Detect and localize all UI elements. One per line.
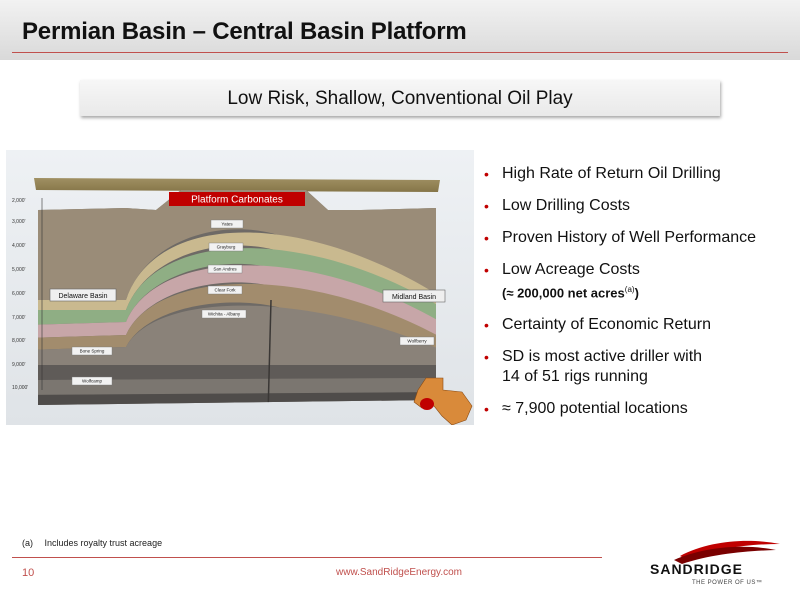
basin-label-box xyxy=(382,289,446,303)
formation-label-box xyxy=(207,285,243,295)
midland-basin-label: Midland Basin xyxy=(392,294,436,301)
formation-label-box xyxy=(210,219,244,229)
bullet-text: ≈ 7,900 potential locations xyxy=(502,400,688,418)
depth-tick: 8,000' xyxy=(12,338,26,344)
delaware-basin-label: Delaware Basin xyxy=(58,293,107,300)
formation-label-box xyxy=(71,376,113,386)
bullet-list: • High Rate of Return Oil Drilling • Low… xyxy=(482,164,792,431)
formation-label: Grayburg xyxy=(217,245,236,250)
formation-label: Wolfcamp xyxy=(82,379,102,384)
formation-label-box xyxy=(208,242,244,252)
bullet-text: High Rate of Return Oil Drilling xyxy=(502,165,721,182)
bullet-glyph: • xyxy=(484,349,489,366)
bullet-item: • Certainty of Economic Return xyxy=(482,315,792,335)
depth-tick: 4,000' xyxy=(12,243,26,249)
logo-swoosh xyxy=(674,546,776,564)
bullet-glyph: • xyxy=(484,166,489,182)
formation-label-box xyxy=(71,346,113,356)
subtitle-box: Low Risk, Shallow, Conventional Oil Play xyxy=(80,80,720,116)
bullet-text: Certainty of Economic Return xyxy=(502,316,711,334)
platform-banner-label: Platform Carbonates xyxy=(191,195,283,206)
bullet-item: • ≈ 7,900 potential locations xyxy=(482,399,792,419)
depth-tick: 6,000' xyxy=(12,291,26,297)
formation-label: Yates xyxy=(221,222,233,227)
subtitle: Low Risk, Shallow, Conventional Oil Play xyxy=(227,88,573,109)
bullet-text: SD is most active driller with xyxy=(502,348,703,366)
footnote: (a) Includes royalty trust acreage xyxy=(22,538,162,548)
depth-tick: 10,000' xyxy=(12,385,28,391)
cross-section-figure: Platform Carbonates 2,000' 3,000' 4,000'… xyxy=(6,150,474,425)
formation-label: Clear Fork xyxy=(214,288,236,293)
bullet-item: • Low Drilling Costs xyxy=(482,196,792,216)
depth-tick: 5,000' xyxy=(12,267,26,273)
sandridge-logo: SANDRIDGE THE POWER OF US™ xyxy=(650,540,780,586)
permian-basin-marker xyxy=(420,398,434,410)
texas-locator-map xyxy=(413,377,473,425)
formation-label-box xyxy=(201,309,247,319)
depth-tick: 2,000' xyxy=(12,198,26,204)
bullet-text: Low Drilling Costs xyxy=(502,197,631,214)
formation-label: Wichita - Albany xyxy=(208,312,241,317)
depth-tick: 3,000' xyxy=(12,219,26,225)
surface-slab xyxy=(34,178,440,192)
footnote-text: Includes royalty trust acreage xyxy=(44,538,163,548)
bullet-text-line2: 14 of 51 rigs running xyxy=(502,368,648,386)
bullet-item: • Proven History of Well Performance xyxy=(482,228,792,248)
bullet-glyph: • xyxy=(484,401,489,418)
formation-label-box xyxy=(399,336,435,346)
footnote-ref: (a) xyxy=(624,285,635,294)
formation-label: Bone Spring xyxy=(80,349,105,354)
depth-ticks: 2,000' 3,000' 4,000' 5,000' 6,000' 7,000… xyxy=(12,198,28,391)
bullet-glyph: • xyxy=(484,262,489,278)
page-title: Permian Basin – Central Basin Platform xyxy=(22,18,467,45)
bullet-glyph: • xyxy=(484,230,489,246)
net-acres-text: (≈ 200,000 net acres xyxy=(502,285,625,301)
footnote-mark: (a) xyxy=(22,538,33,548)
bullet-text: Low Acreage Costs xyxy=(502,261,640,278)
bullet-text: Proven History of Well Performance xyxy=(502,229,757,246)
depth-tick: 7,000' xyxy=(12,315,26,321)
bullet-item: • High Rate of Return Oil Drilling xyxy=(482,164,792,184)
formation-label-box xyxy=(207,264,243,274)
platform-banner xyxy=(169,192,305,206)
logo-tagline: THE POWER OF US™ xyxy=(692,579,762,586)
logo-wordmark: SANDRIDGE xyxy=(650,561,743,577)
title-rule xyxy=(12,52,788,53)
bullet-item: • Low Acreage Costs (≈ 200,000 net acres… xyxy=(482,260,792,303)
bullet-glyph: • xyxy=(484,198,489,214)
formation-label: San Andres xyxy=(213,267,237,272)
bullet-subtext: (≈ 200,000 net acres(a)) xyxy=(502,280,792,303)
page-number: 10 xyxy=(22,567,35,579)
basin-label-box xyxy=(49,288,117,302)
footer-rule xyxy=(12,557,602,558)
website-link[interactable]: www.SandRidgeEnergy.com xyxy=(336,567,462,578)
title-bar: Permian Basin – Central Basin Platform xyxy=(0,0,800,60)
bullet-glyph: • xyxy=(484,317,489,334)
depth-tick: 9,000' xyxy=(12,362,26,368)
net-acres-close: ) xyxy=(634,285,639,301)
bullet-item: • SD is most active driller with 14 of 5… xyxy=(482,347,792,387)
formation-label: Wolfberry xyxy=(407,339,427,344)
